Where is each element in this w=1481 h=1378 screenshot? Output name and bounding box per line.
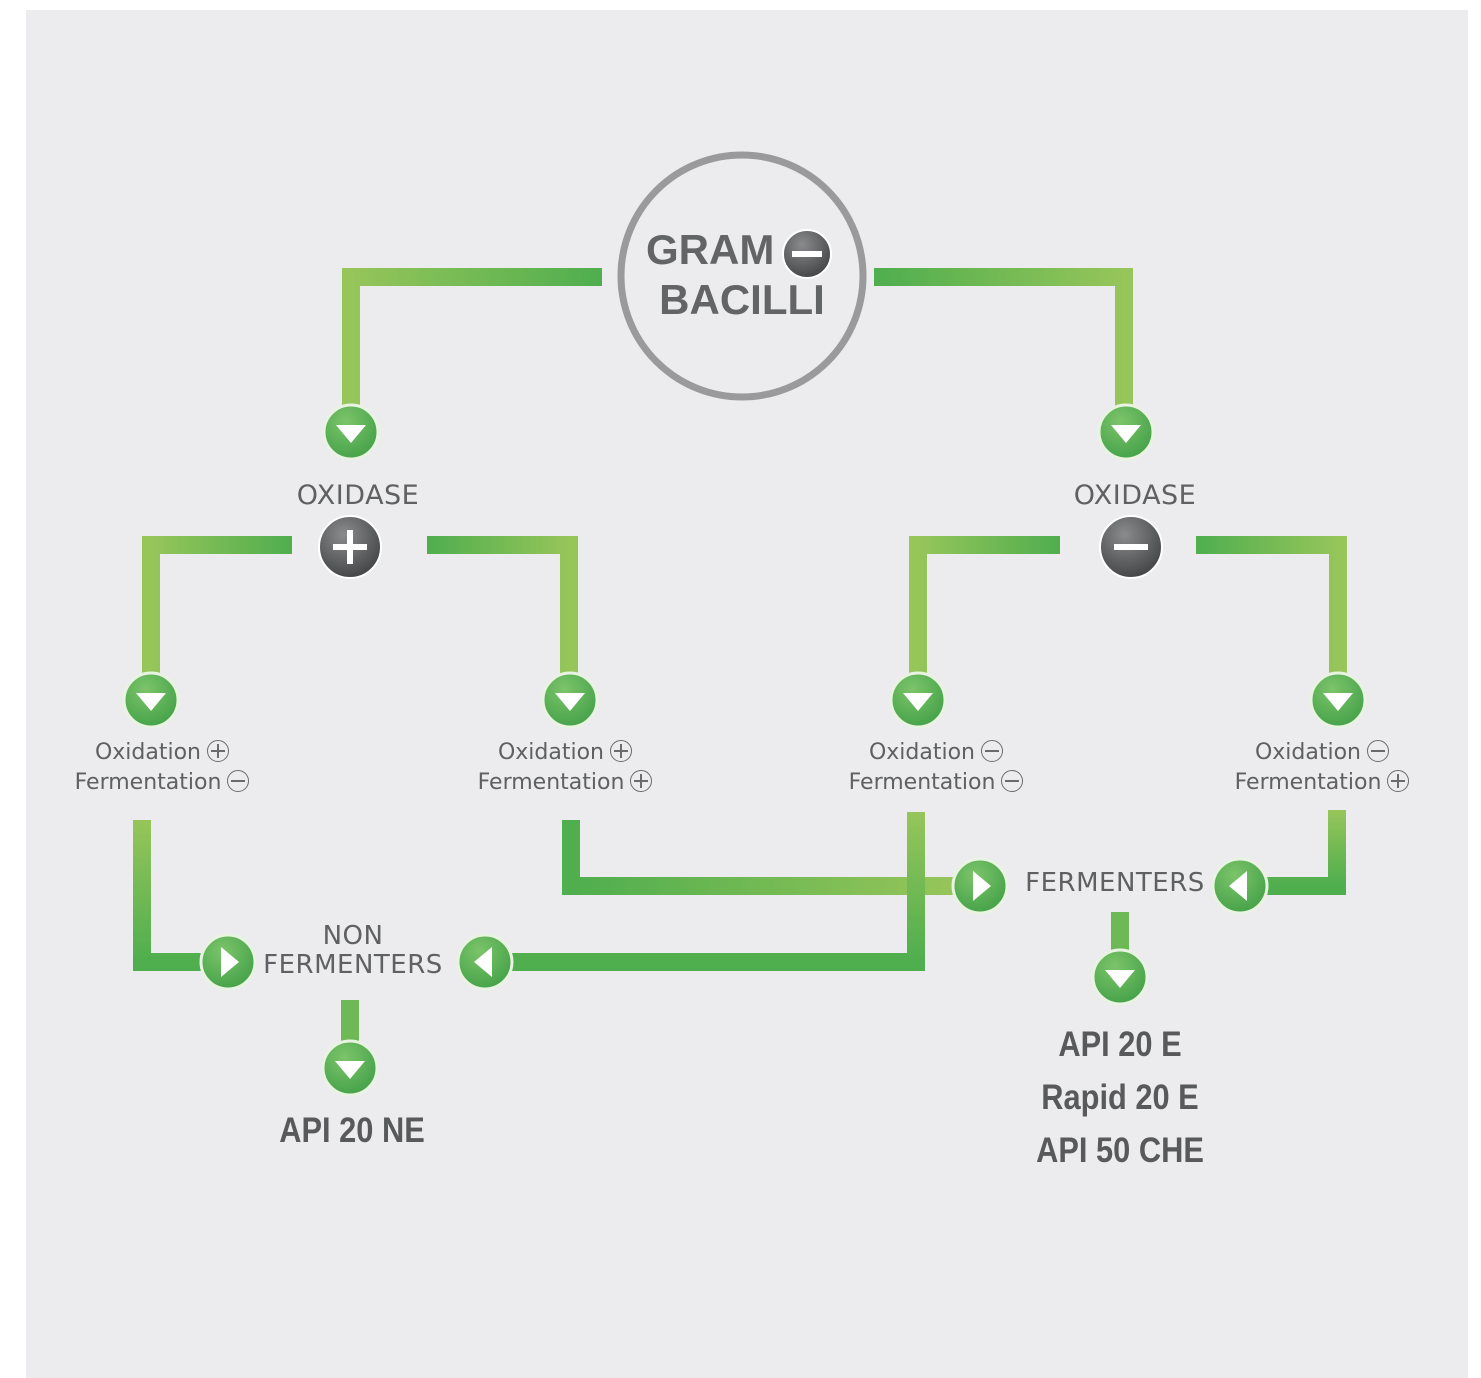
arrow-down-icon [1309, 671, 1367, 729]
branch-fermentation-text: Fermentation [74, 770, 222, 795]
branch-oxidation-text: Oxidation [1254, 740, 1362, 765]
branch-1-label: Oxidation Fermentation [52, 738, 272, 798]
minus-circle-icon [1367, 740, 1390, 762]
branch-3-label: Oxidation Fermentation [826, 738, 1046, 798]
kit-api-50-che: API 50 CHE [1036, 1131, 1204, 1170]
connector-ox-left-left [142, 536, 292, 688]
gram-minus-icon [782, 229, 832, 279]
arrow-down-icon [321, 1039, 379, 1097]
arrow-left-icon [1211, 857, 1269, 915]
oxidase-plus-icon [318, 515, 382, 579]
minus-circle-icon [1001, 770, 1024, 792]
branch-fermentation-text: Fermentation [848, 770, 996, 795]
connector-branch4-ferm [1265, 810, 1346, 895]
minus-circle-icon [981, 740, 1004, 762]
connector-branch1-nonferm [133, 820, 205, 971]
non-fermenters-line1: NON [322, 921, 384, 951]
plus-circle-icon [207, 740, 230, 762]
arrow-down-icon [1091, 948, 1149, 1006]
non-fermenters-line2: FERMENTERS [263, 950, 443, 980]
root-label: GRAM BACILLI [622, 226, 862, 324]
arrow-down-icon [1097, 403, 1155, 461]
kit-api-20-ne: API 20 NE [279, 1111, 425, 1150]
connector-ox-right-right [1196, 536, 1347, 688]
branch-fermentation-text: Fermentation [1234, 770, 1382, 795]
plus-circle-icon [630, 770, 653, 792]
arrow-down-icon [889, 671, 947, 729]
branch-4-label: Oxidation Fermentation [1212, 738, 1432, 798]
branch-oxidation-text: Oxidation [868, 740, 976, 765]
connector-branch3-nonferm [510, 812, 925, 971]
fermenters-label: FERMENTERS [1025, 868, 1205, 898]
arrow-down-icon [322, 403, 380, 461]
connector-root-right [874, 268, 1133, 420]
gram-bacilli-ring [617, 151, 867, 401]
branch-2-label: Oxidation Fermentation [455, 738, 675, 798]
fermenters-kit-list: API 20 E Rapid 20 E API 50 CHE [1006, 1018, 1235, 1177]
branch-oxidation-text: Oxidation [94, 740, 202, 765]
oxidase-left-label: OXIDASE [296, 480, 420, 511]
non-fermenters-label: NON FERMENTERS [248, 922, 458, 980]
connector-branch2-ferm [562, 820, 955, 895]
arrow-left-icon [456, 933, 514, 991]
kit-api-20-e: API 20 E [1058, 1025, 1182, 1064]
root-line1: GRAM [646, 226, 775, 273]
arrow-right-icon [199, 933, 257, 991]
branch-fermentation-text: Fermentation [477, 770, 625, 795]
kit-rapid-20-e: Rapid 20 E [1041, 1078, 1199, 1117]
arrow-right-icon [951, 857, 1009, 915]
connector-ox-right-left [909, 536, 1060, 688]
oxidase-right-label: OXIDASE [1073, 480, 1197, 511]
diagram-background [26, 10, 1468, 1378]
connector-root-left [342, 268, 602, 420]
arrow-down-icon [122, 671, 180, 729]
branch-oxidation-text: Oxidation [497, 740, 605, 765]
connector-ox-left-right [427, 536, 578, 688]
root-line2: BACILLI [659, 276, 825, 323]
plus-circle-icon [1387, 770, 1410, 792]
arrow-down-icon [541, 671, 599, 729]
plus-circle-icon [610, 740, 633, 762]
oxidase-minus-icon [1099, 515, 1163, 579]
minus-circle-icon [227, 770, 250, 792]
